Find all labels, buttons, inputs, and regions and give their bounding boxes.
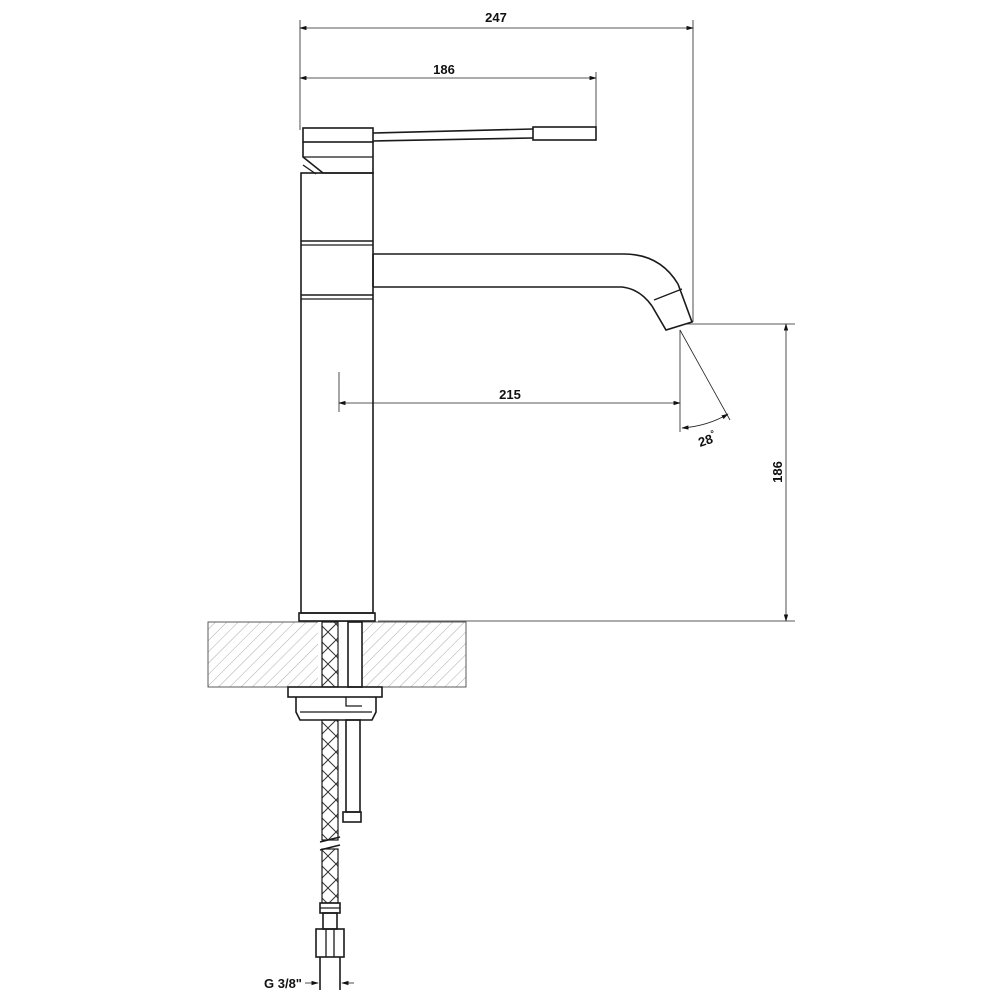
- dimension-spray-angle: 28°: [679, 329, 731, 450]
- faucet-lever-handle: [302, 126, 597, 175]
- faucet-base-ring: [298, 612, 376, 622]
- faucet-body: [300, 172, 374, 614]
- hose-connector-fitting: [315, 902, 345, 990]
- dimension-handle-reach: 186: [299, 62, 597, 127]
- dim-label-28-degree: 28°: [696, 428, 719, 450]
- mounting-bracket: [287, 686, 383, 721]
- dim-label-186-side: 186: [770, 461, 785, 483]
- threaded-stud: [342, 621, 363, 823]
- dim-label-g-3-8: G 3/8": [264, 976, 302, 991]
- dimension-spout-height: 186: [378, 323, 795, 622]
- braided-hose: [319, 621, 341, 904]
- dimension-overall-width: 247: [299, 10, 694, 322]
- faucet-spout: [372, 253, 694, 331]
- dimension-spout-reach: 215: [338, 330, 681, 432]
- dim-label-215: 215: [499, 387, 521, 402]
- dim-label-247: 247: [485, 10, 507, 25]
- dimension-connection-thread: G 3/8": [264, 976, 354, 991]
- dim-label-186-top: 186: [433, 62, 455, 77]
